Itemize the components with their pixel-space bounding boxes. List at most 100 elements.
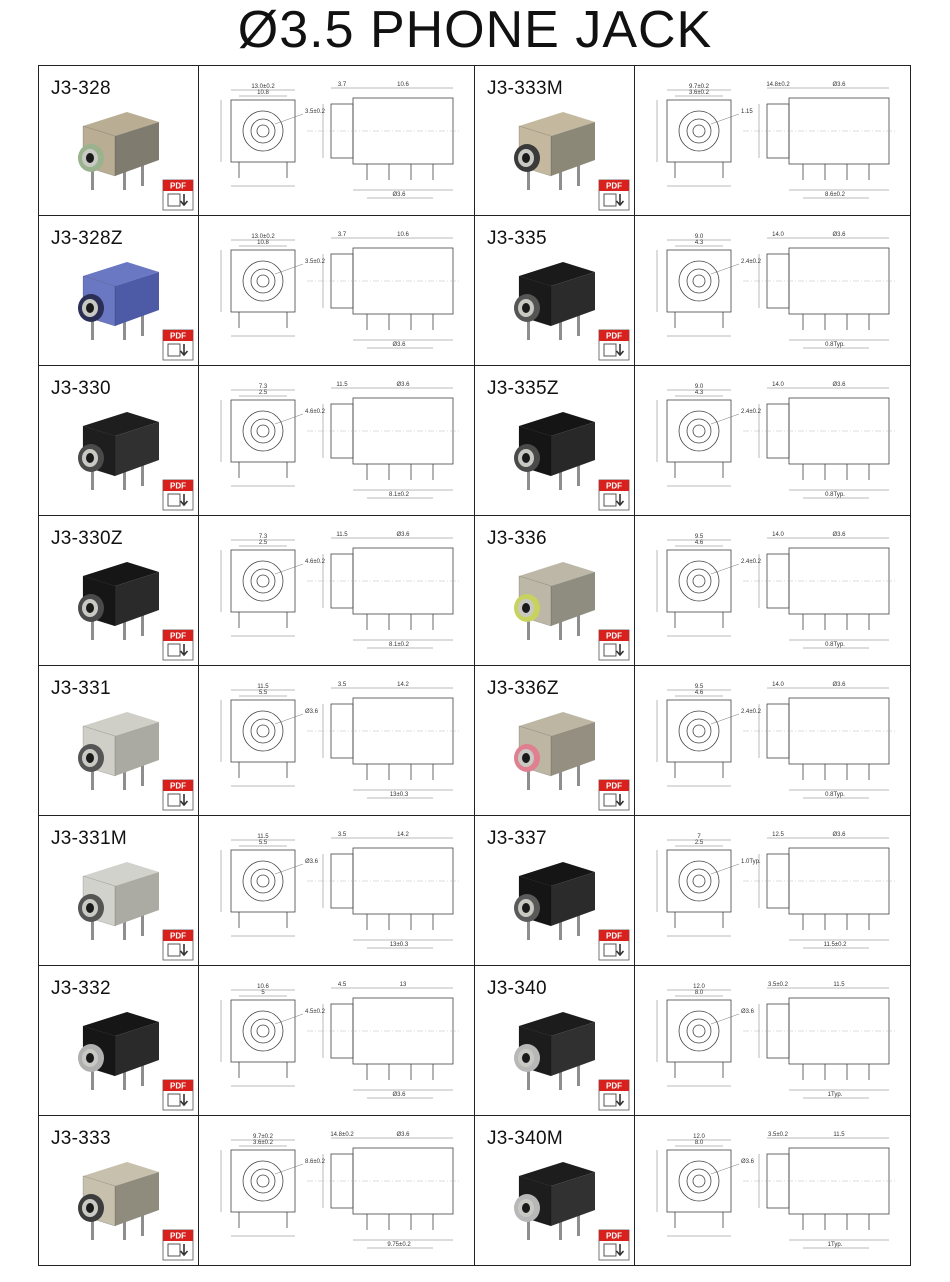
pdf-download-icon[interactable]: PDF xyxy=(162,479,194,511)
product-photo xyxy=(514,1012,595,1090)
pdf-download-icon[interactable]: PDF xyxy=(162,329,194,361)
dimension-label: 14.8±0.2 xyxy=(330,1132,354,1138)
dimension-label: 3.6±0.2 xyxy=(253,1140,274,1146)
dimension-label: Ø3.6 xyxy=(396,1132,410,1138)
dimension-label: 14.2 xyxy=(397,682,409,688)
product-photo xyxy=(78,412,159,490)
pdf-download-icon[interactable]: PDF xyxy=(598,779,630,811)
dimension-label: 1.0Typ. xyxy=(741,859,761,865)
dimension-label: 14.0 xyxy=(772,232,784,238)
pdf-download-icon[interactable]: PDF xyxy=(598,329,630,361)
dimension-label: 9.7±0.2 xyxy=(689,84,710,90)
dimension-label: 8.0 xyxy=(695,1140,704,1146)
product-photo xyxy=(514,412,595,490)
dimension-label: 3.7 xyxy=(338,82,347,88)
dimension-label: 3.5±0.2 xyxy=(305,109,326,115)
product-photo-cell: J3-335Z PDF xyxy=(475,366,635,515)
pdf-label: PDF xyxy=(170,182,186,191)
pdf-download-icon[interactable]: PDF xyxy=(598,929,630,961)
dimension-label: 9.75±0.2 xyxy=(387,1242,411,1248)
pdf-download-icon[interactable]: PDF xyxy=(598,629,630,661)
dimension-label: 4.6 xyxy=(695,690,704,696)
pdf-download-icon[interactable]: PDF xyxy=(162,179,194,211)
dimension-label: 11.5 xyxy=(336,532,348,538)
pdf-download-icon[interactable]: PDF xyxy=(162,779,194,811)
pdf-download-icon[interactable]: PDF xyxy=(162,1079,194,1111)
dimension-label: 13.0±0.2 xyxy=(251,234,275,240)
pdf-download-icon[interactable]: PDF xyxy=(598,479,630,511)
model-number: J3-335 xyxy=(487,228,547,249)
dimension-label: 2.4±0.2 xyxy=(741,709,762,715)
dimension-label: 12.0 xyxy=(693,1134,705,1140)
dimension-label: 10.6 xyxy=(397,232,409,238)
pdf-label: PDF xyxy=(170,632,186,641)
dimension-label: 10.6 xyxy=(257,984,269,990)
pdf-label: PDF xyxy=(606,632,622,641)
dimension-label: 13.0±0.2 xyxy=(251,84,275,90)
dimension-label: 1Typ. xyxy=(828,1092,843,1098)
model-number: J3-332 xyxy=(51,978,111,999)
dimension-label: 4.5±0.2 xyxy=(305,1009,326,1015)
dimension-label: 8.0 xyxy=(695,990,704,996)
pdf-download-icon[interactable]: PDF xyxy=(162,629,194,661)
product-photo xyxy=(514,112,595,190)
pdf-download-icon[interactable]: PDF xyxy=(162,929,194,961)
pdf-label: PDF xyxy=(606,182,622,191)
model-number: J3-331M xyxy=(51,828,128,849)
model-number: J3-335Z xyxy=(487,378,559,399)
dimension-label: 4.6±0.2 xyxy=(305,559,326,565)
dimension-label: 5 xyxy=(261,990,265,996)
dimension-label: 2.4±0.2 xyxy=(741,559,762,565)
pdf-label: PDF xyxy=(170,932,186,941)
pdf-download-icon[interactable]: PDF xyxy=(162,1229,194,1261)
pdf-download-icon[interactable]: PDF xyxy=(598,179,630,211)
pdf-download-icon[interactable]: PDF xyxy=(598,1079,630,1111)
model-number: J3-340 xyxy=(487,978,547,999)
dimension-label: 0.8Typ. xyxy=(825,492,845,498)
dimension-label: Ø3.6 xyxy=(832,382,846,388)
product-photo xyxy=(514,712,595,790)
dimension-label: 4.5 xyxy=(338,982,347,988)
dimension-label: 7 xyxy=(697,834,701,840)
dimension-label: 9.5 xyxy=(695,684,704,690)
dimension-label: Ø3.6 xyxy=(832,682,846,688)
model-number: J3-328 xyxy=(51,78,111,99)
dimension-label: 13±0.3 xyxy=(390,792,409,798)
dimension-label: 5.5 xyxy=(259,690,268,696)
pdf-download-icon[interactable]: PDF xyxy=(598,1229,630,1261)
product-photo xyxy=(78,1162,159,1240)
dimension-label: 11.5 xyxy=(257,684,269,690)
dimension-label: 14.0 xyxy=(772,532,784,538)
pdf-label: PDF xyxy=(606,332,622,341)
dimension-label: 9.7±0.2 xyxy=(253,1134,274,1140)
dimension-label: 3.6±0.2 xyxy=(689,90,710,96)
dimension-label: 4.3 xyxy=(695,240,704,246)
dimension-label: 9.5 xyxy=(695,534,704,540)
dimension-label: Ø3.6 xyxy=(832,832,846,838)
